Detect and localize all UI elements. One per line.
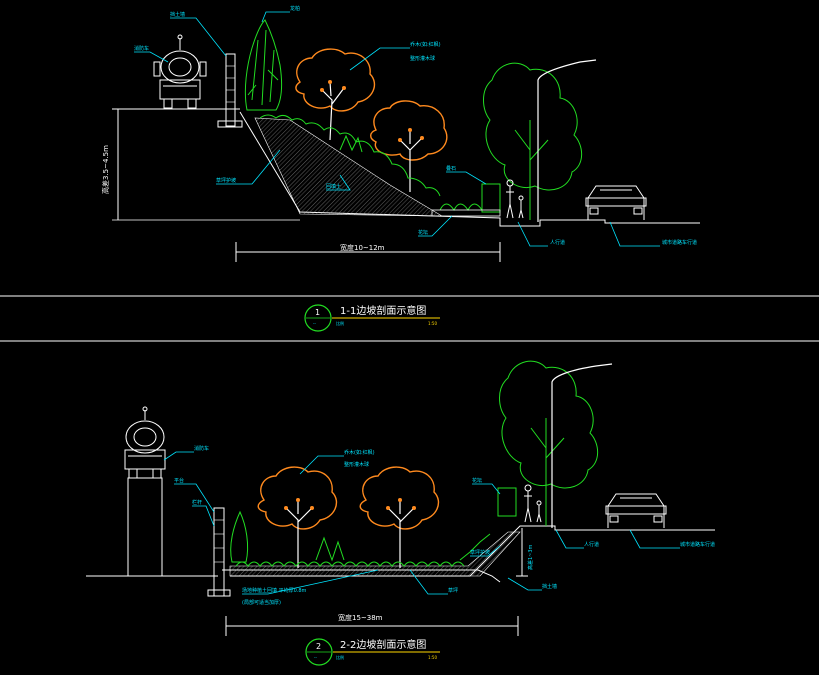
bank-hatch — [229, 531, 521, 577]
fire-tanker-icon — [153, 34, 207, 109]
label-tree-sub-2: 整形灌木球 — [344, 461, 369, 468]
label-platform-2: 平台 — [174, 477, 184, 484]
street-tree-1-icon — [483, 62, 583, 220]
planter-1 — [481, 183, 501, 213]
tree-3-icon — [257, 466, 338, 568]
lawn-shrubs — [235, 561, 465, 567]
label-road-1: 城市道路车行道 — [662, 239, 697, 246]
label-tanker-2: 消防车 — [194, 445, 209, 452]
pedestrians-2-icon — [524, 484, 542, 523]
slope-hatch — [254, 117, 444, 217]
street-lamp-2-icon — [551, 363, 613, 528]
width-dimension-1 — [235, 242, 501, 262]
tree-2-icon — [370, 100, 448, 192]
width-dimension-2-text: 宽度15~38m — [338, 613, 383, 622]
street-lamp-1-icon — [537, 59, 597, 222]
label-tree-sub-1: 整形灌木球 — [410, 55, 435, 62]
height-dimension-1 — [112, 108, 300, 221]
label-planter-1: 花坛 — [418, 229, 428, 236]
label-stone-1: 叠石 — [446, 166, 456, 172]
width-dimension-1-text: 宽度10~12m — [340, 243, 385, 252]
street-tree-2-icon — [499, 360, 599, 526]
label-slope-plant-1: 草坪护坡 — [216, 177, 236, 184]
label-footpath-2: 人行道 — [584, 541, 599, 548]
label-tree-main-2: 乔木(如:红枫) — [344, 449, 375, 456]
label-slope-2: 草坪护坡 — [470, 549, 490, 556]
car-2-icon — [605, 493, 667, 528]
section-1: 高差3.5~4.5m 宽度10~12m 消防车 挡土墙 龙柏 乔木(如:红枫) … — [0, 5, 819, 342]
leaders-2 — [163, 451, 680, 595]
width-dimension-2 — [225, 616, 519, 636]
tanker-platform — [127, 477, 163, 577]
label-tanker-1: 消防车 — [134, 45, 149, 52]
title-ring-2 — [305, 638, 333, 666]
height-dimension-2-text: 高差1~3m — [527, 544, 534, 570]
label-note-2-2: (局部可适当加厚) — [242, 599, 281, 606]
section-2: 高差1~3m 宽度15~38m 消防车 平台 栏杆 乔木(如:红枫) 整形灌木球… — [86, 360, 715, 666]
label-note-1-2: 场地种植土回填 平均厚0.8m — [242, 587, 307, 594]
section-title-1: 1-1边坡剖面示意图 — [340, 304, 426, 317]
section-number-1: 1 — [315, 308, 320, 317]
label-cypress-1: 龙柏 — [290, 5, 300, 12]
title-ring-1 — [304, 304, 332, 332]
slope-shrubs — [259, 114, 441, 197]
cypress-icon — [244, 19, 283, 111]
tree-4-icon — [359, 466, 440, 568]
label-wall-2: 挡土墙 — [542, 583, 557, 590]
tree-1-icon — [295, 48, 376, 141]
subtitle-2: 比例 — [336, 654, 344, 660]
scale-1: 1:50 — [428, 321, 437, 326]
section-title-2: 2-2边坡剖面示意图 — [340, 638, 426, 651]
title-block-1: 1 -- 1-1边坡剖面示意图 比例 1:50 — [304, 304, 440, 332]
height-dimension-2 — [516, 528, 528, 577]
leaders-1 — [134, 11, 660, 247]
height-dimension-1-text: 高差3.5~4.5m — [101, 145, 110, 194]
label-tree-main-1: 乔木(如:红枫) — [410, 41, 441, 48]
label-guard-2: 栏杆 — [192, 499, 202, 506]
planter-2 — [497, 487, 517, 517]
title-block-2: 2 -- 2-2边坡剖面示意图 比例 1:50 — [305, 638, 440, 666]
scale-2: 1:50 — [428, 655, 437, 660]
label-planter-2: 花坛 — [472, 477, 482, 484]
section-number-2: 2 — [316, 642, 321, 651]
label-lawn-2: 草坪 — [448, 587, 458, 594]
pedestrians-1-icon — [506, 179, 524, 219]
label-road-2: 城市道路车行道 — [680, 541, 715, 548]
subtitle-1: 比例 — [336, 320, 344, 326]
guard-shrub-icon — [230, 510, 249, 563]
label-slope-fill-1: 回填土 — [326, 183, 341, 190]
sheet-ref-1: -- — [313, 321, 316, 326]
label-footpath-1: 人行道 — [550, 239, 565, 246]
car-1-icon — [585, 185, 647, 220]
label-wall-1: 挡土墙 — [170, 11, 185, 18]
sheet-ref-2: -- — [314, 655, 317, 660]
